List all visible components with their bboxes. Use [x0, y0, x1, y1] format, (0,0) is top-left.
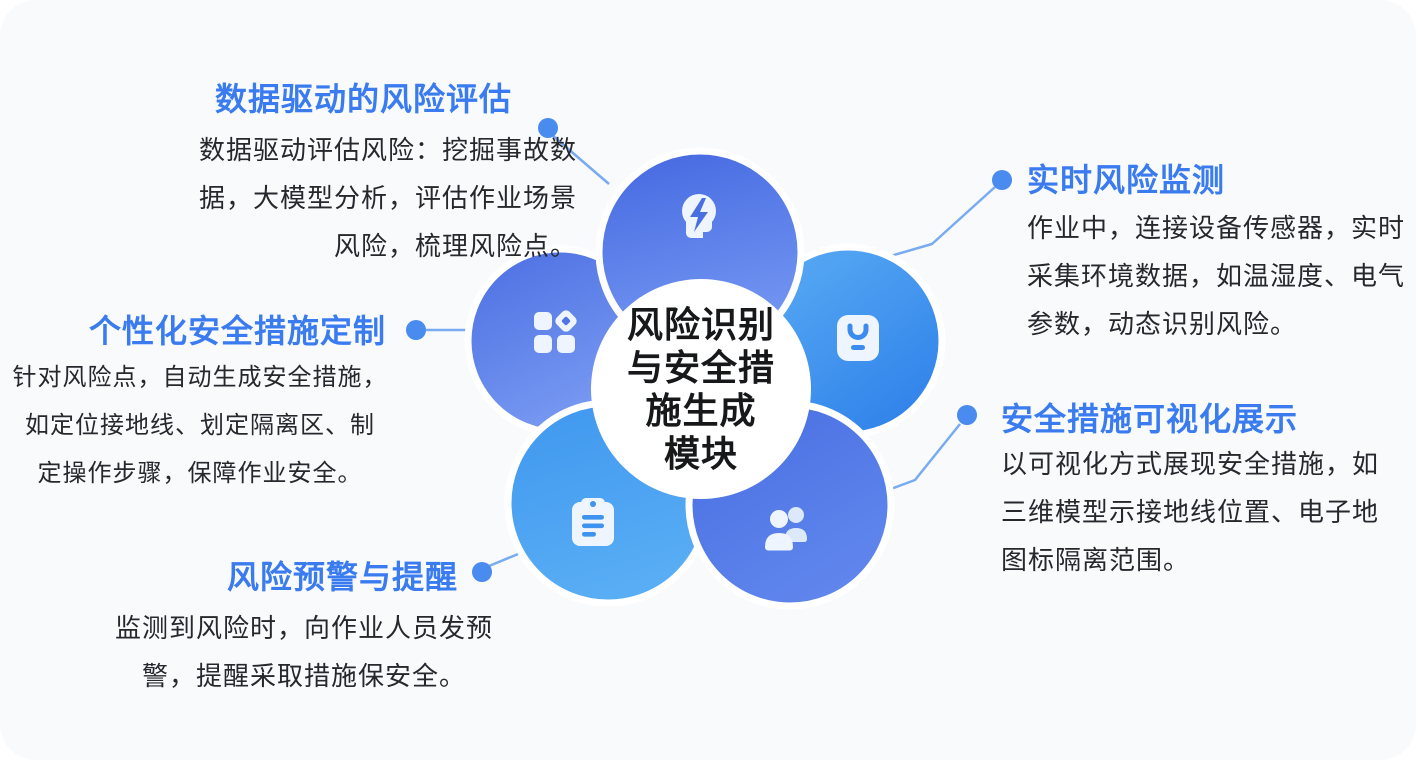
- customization-body: 针对风险点，自动生成安全措施， 如定位接地线、划定隔离区、制 定操作步骤，保障作…: [12, 364, 388, 487]
- sensor-badge-icon: [837, 315, 879, 361]
- assessment-body: 数据驱动评估风险：挖掘事故数 据，大模型分析，评估作业场景 风险，梳理风险点。: [198, 135, 577, 261]
- visualization-body: 以可视化方式展现安全措施，如 三维模型示接地线位置、电子地 图标隔离范围。: [1001, 449, 1380, 575]
- connector-dot-visualization: [957, 405, 977, 425]
- connector-line-assessment: [551, 134, 610, 185]
- grid-diamond-icon: [534, 310, 577, 353]
- connector-dot-customization: [406, 320, 426, 340]
- monitoring-title: 实时风险监测: [1027, 162, 1226, 198]
- assessment-title: 数据驱动的风险评估: [214, 81, 512, 117]
- ai-head-lightning-icon: [682, 194, 716, 238]
- connector-dot-monitoring: [992, 170, 1012, 190]
- monitoring-body: 作业中，连接设备传感器，实时 采集环境数据，如温湿度、电气 参数，动态识别风险。: [1027, 213, 1406, 339]
- user-group-icon: [765, 507, 807, 551]
- warning-title: 风险预警与提醒: [226, 559, 458, 595]
- visualization-title: 安全措施可视化展示: [1001, 401, 1299, 437]
- center-module-title: 风险识别 与安全措 施生成 模块: [626, 304, 775, 474]
- connector-line-monitoring: [886, 186, 996, 259]
- center-circle: [591, 279, 811, 499]
- clipboard-list-icon: [572, 498, 614, 546]
- connector-dot-assessment: [538, 118, 558, 138]
- connector-dot-warning: [472, 562, 492, 582]
- connector-dots: [406, 118, 1012, 582]
- warning-body: 监测到风险时，向作业人员发预 警，提醒采取措施保安全。: [114, 613, 493, 691]
- customization-title: 个性化安全措施定制: [88, 313, 386, 349]
